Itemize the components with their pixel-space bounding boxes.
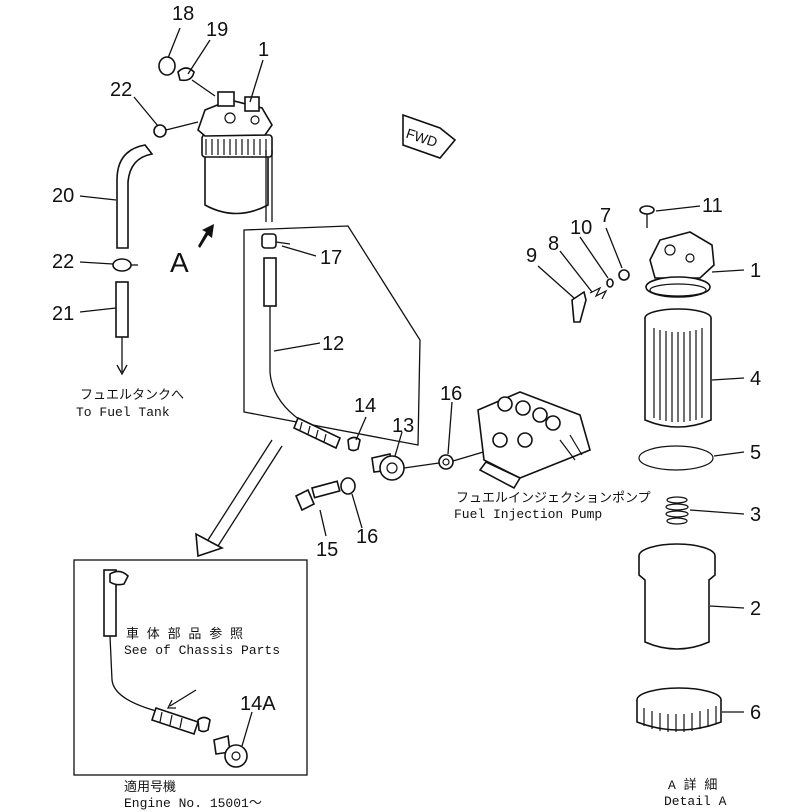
- label-16-lower: 16: [356, 526, 378, 548]
- clamp-22-upper: [153, 121, 199, 138]
- hose-12: [263, 257, 342, 450]
- label-21: 21: [52, 303, 74, 325]
- label-4: 4: [750, 368, 761, 390]
- label-22-upper: 22: [110, 79, 132, 101]
- bowl-2: [638, 543, 716, 650]
- screw-11: [639, 205, 655, 228]
- washer-16b: [340, 477, 356, 495]
- caption-chassis-en: See of Chassis Parts: [124, 643, 280, 658]
- caption-fuel-tank-en: To Fuel Tank: [76, 405, 170, 420]
- fuel-filter-assembly: [197, 91, 273, 222]
- oring-10: [606, 278, 614, 288]
- leader-lines: [79, 27, 745, 747]
- label-2: 2: [750, 598, 761, 620]
- label-22-lower: 22: [52, 251, 74, 273]
- label-20: 20: [52, 185, 74, 207]
- inset-arrow: [195, 439, 283, 558]
- captions: フュエルタンクへ To Fuel Tank フュエルインジェクションポンプ Fu…: [76, 388, 727, 811]
- label-16-upper: 16: [440, 383, 462, 405]
- clamp-22-lower: [112, 258, 138, 272]
- cap-18: [158, 56, 176, 76]
- caption-engine-en: Engine No. 15001～: [124, 796, 262, 811]
- label-6: 6: [750, 702, 761, 724]
- caption-injection-pump-jp: フュエルインジェクションポンプ: [456, 491, 651, 506]
- label-3: 3: [750, 504, 761, 526]
- fitting-17: [261, 233, 291, 249]
- label-14a: 14A: [240, 693, 276, 715]
- part-labels: 18 19 1 22 20 22 21 A 17 12 14 13 16 15 …: [52, 3, 761, 724]
- washer-7: [618, 269, 630, 281]
- label-19: 19: [206, 19, 228, 41]
- label-11: 11: [702, 195, 723, 217]
- label-13: 13: [392, 415, 414, 437]
- view-marker-a: A: [170, 247, 189, 278]
- caption-engine-jp: 適用号機: [124, 779, 176, 795]
- caption-injection-pump-en: Fuel Injection Pump: [454, 507, 602, 522]
- caption-detail-en: Detail A: [664, 794, 727, 809]
- label-5: 5: [750, 442, 761, 464]
- label-10: 10: [570, 217, 592, 239]
- fwd-arrow-icon: [402, 113, 457, 159]
- caption-chassis-jp: 車 体 部 品 参 照: [126, 626, 243, 642]
- caption-detail-jp: A 詳 細: [668, 777, 717, 793]
- pipe-21: [115, 281, 129, 376]
- washer-16a: [403, 449, 491, 470]
- label-1: 1: [258, 39, 269, 61]
- label-15: 15: [316, 539, 338, 561]
- spring-8: [589, 286, 608, 300]
- detail-head-1: [645, 231, 715, 298]
- label-7: 7: [600, 205, 611, 227]
- section-frame: [243, 225, 421, 446]
- spring-3: [665, 496, 689, 525]
- clamp-14: [347, 436, 361, 452]
- label-9: 9: [526, 245, 537, 267]
- caption-fuel-tank-jp: フュエルタンクへ: [80, 388, 184, 403]
- fuel-injection-pump: [477, 391, 591, 490]
- label-18: 18: [172, 3, 194, 25]
- ring-nut-6: [636, 687, 722, 732]
- hose-20: [116, 144, 154, 249]
- label-17: 17: [320, 247, 342, 269]
- clamp-19: [177, 67, 216, 97]
- lever-9: [571, 290, 587, 323]
- label-14: 14: [354, 395, 376, 417]
- label-12: 12: [322, 333, 344, 355]
- bolt-15: [294, 480, 341, 512]
- banjo-13: [371, 453, 405, 481]
- inset-box: [73, 559, 308, 776]
- oring-5: [638, 445, 714, 471]
- view-arrow-a: [198, 224, 214, 248]
- label-8: 8: [548, 233, 559, 255]
- element-4: [644, 308, 712, 428]
- label-1-detail: 1: [750, 260, 761, 282]
